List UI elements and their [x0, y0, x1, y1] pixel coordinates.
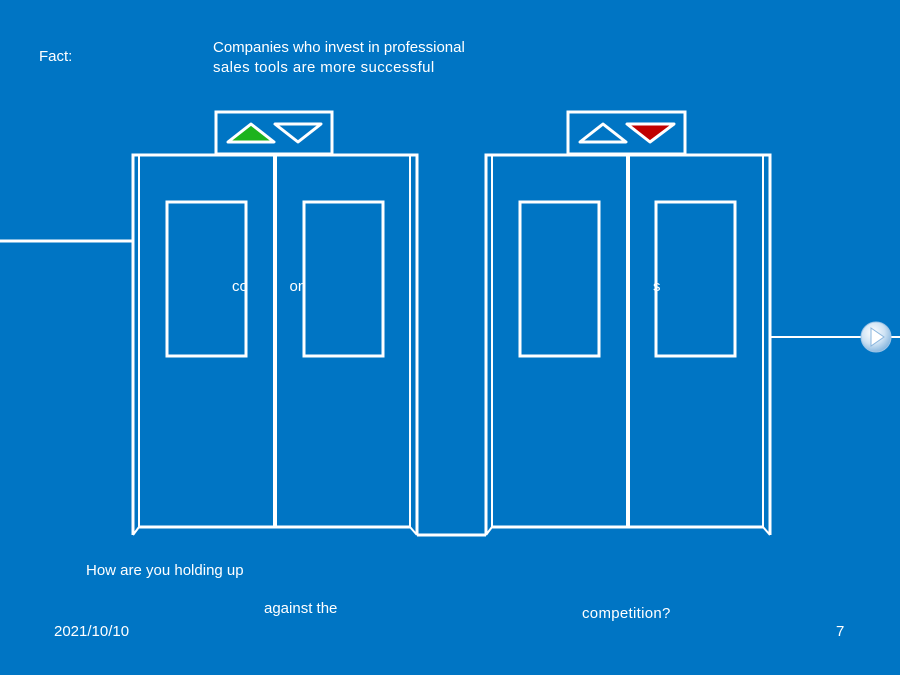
- question-part-2: against the: [264, 600, 338, 617]
- fact-label: Fact:: [39, 48, 73, 65]
- left-elevator: [131, 110, 419, 536]
- left-door-window-1: [165, 200, 248, 358]
- question-part-3: competition?: [582, 605, 671, 622]
- right-elevator: [484, 110, 772, 536]
- right-up-arrow-icon: [578, 122, 628, 144]
- page-number: 7: [836, 623, 845, 640]
- headline-line-1: Companies who invest in professional: [213, 39, 465, 56]
- slide-date: 2021/10/10: [54, 623, 130, 640]
- left-door-window-2: [302, 200, 385, 358]
- right-door-window-2: [654, 200, 737, 358]
- left-up-arrow-icon: [226, 122, 276, 144]
- left-indicator-panel: [214, 110, 334, 156]
- question-part-1: How are you holding up: [86, 562, 244, 579]
- next-slide-button[interactable]: [860, 321, 892, 353]
- headline: Companies who invest in professional sal…: [213, 38, 533, 78]
- headline-line-2: sales tools are more successful: [213, 59, 435, 76]
- partial-word-right: s: [653, 278, 661, 295]
- play-next-icon: [870, 327, 885, 347]
- right-indicator-panel: [566, 110, 687, 156]
- left-down-arrow-icon: [273, 122, 323, 144]
- right-door-window-1: [518, 200, 601, 358]
- right-down-arrow-icon: [625, 122, 676, 144]
- partial-word-left: co on: [232, 278, 307, 295]
